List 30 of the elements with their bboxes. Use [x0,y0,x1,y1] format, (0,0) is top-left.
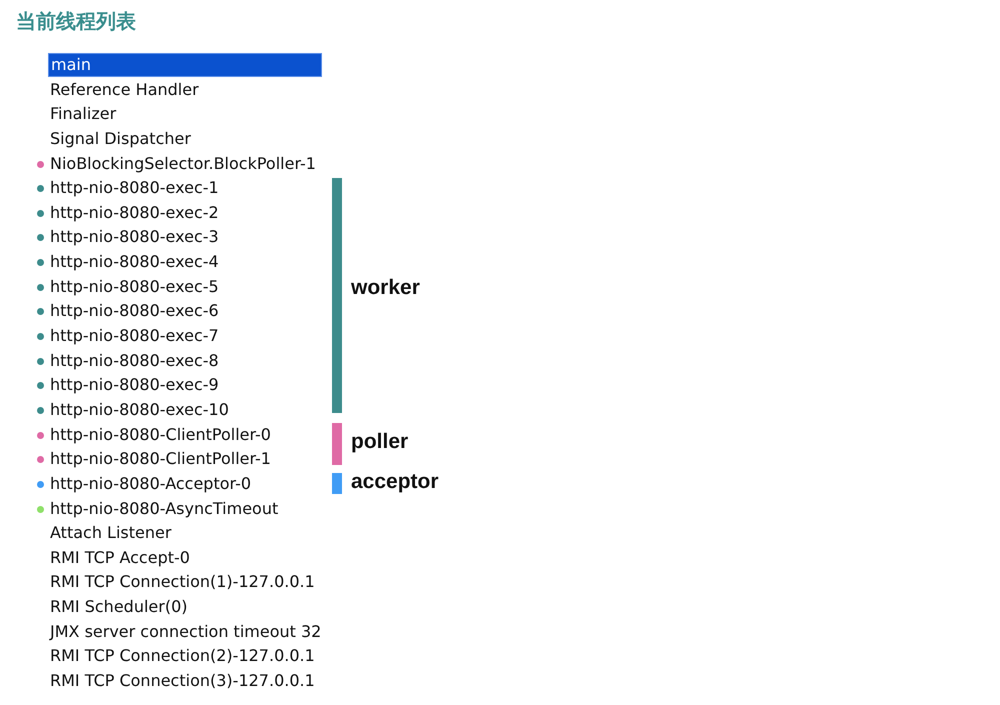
page-title: 当前线程列表 [16,8,136,35]
thread-name: Finalizer [50,103,116,126]
thread-name: http-nio-8080-exec-6 [50,300,219,322]
group-label: poller [351,430,408,454]
thread-name: NioBlockingSelector.BlockPoller-1 [50,152,316,175]
thread-name: Signal Dispatcher [50,128,191,150]
thread-name: http-nio-8080-exec-8 [50,350,219,372]
thread-name: http-nio-8080-exec-2 [50,202,219,224]
thread-name: RMI TCP Connection(3)-127.0.0.1 [50,670,315,692]
thread-name: RMI TCP Connection(2)-127.0.0.1 [50,645,315,668]
group-label: acceptor [351,470,439,494]
thread-name: http-nio-8080-ClientPoller-1 [50,448,271,470]
group-label: worker [351,276,420,300]
thread-name: http-nio-8080-exec-3 [50,226,219,248]
thread-name: http-nio-8080-exec-1 [50,177,219,200]
thread-name: http-nio-8080-exec-7 [50,325,219,348]
thread-name: Attach Listener [50,522,172,544]
thread-name: RMI Scheduler(0) [50,596,188,618]
thread-name: http-nio-8080-Acceptor-0 [50,472,252,495]
thread-name: RMI TCP Accept-0 [50,546,190,569]
thread-name: http-nio-8080-ClientPoller-0 [50,424,271,446]
thread-name: http-nio-8080-exec-9 [50,374,219,396]
thread-name: RMI TCP Connection(1)-127.0.0.1 [50,571,315,594]
thread-name: http-nio-8080-exec-10 [50,398,229,421]
thread-name: http-nio-8080-exec-5 [50,276,219,298]
thread-name: http-nio-8080-exec-4 [50,251,219,274]
thread-name: JMX server connection timeout 32 [50,620,322,643]
thread-name: Reference Handler [50,78,199,101]
thread-name: http-nio-8080-AsyncTimeout [50,498,278,520]
selected-thread-row: main [48,53,322,77]
